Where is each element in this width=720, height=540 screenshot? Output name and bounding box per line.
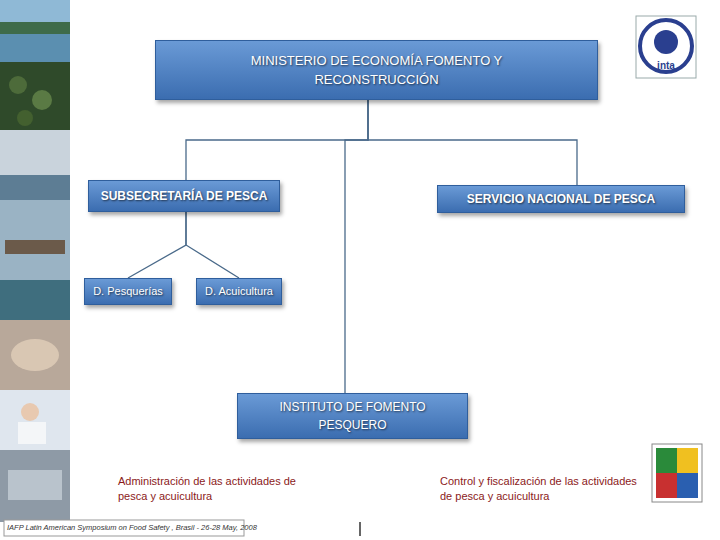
scallop	[11, 339, 59, 371]
mussel	[32, 90, 52, 110]
node-text: SUBSECRETARÍA DE PESCA	[101, 187, 268, 205]
org-connector	[345, 100, 368, 393]
ministry-box: MINISTERIO DE ECONOMÍA FOMENTO Y RECONST…	[155, 40, 598, 100]
node-text: D. Pesquerías	[93, 283, 163, 300]
node-text: SERVICIO NACIONAL DE PESCA	[467, 190, 655, 208]
photo-scallop	[0, 320, 70, 390]
mussel	[9, 76, 27, 94]
shield-quarter	[656, 473, 677, 498]
node-text: D. Acuicultura	[205, 283, 273, 300]
worker-coat	[18, 422, 46, 444]
org-connector	[186, 100, 368, 180]
photo-farm	[0, 200, 70, 280]
org-connector	[368, 100, 577, 185]
shield-quarter	[677, 448, 698, 473]
photo-lab	[0, 390, 70, 450]
role-note: Control y fiscalización de las actividad…	[440, 474, 652, 504]
undersecretariat-box: SUBSECRETARÍA DE PESCA	[88, 180, 280, 212]
role-note: Administración de las actividades de pes…	[118, 474, 308, 504]
photo-mussels	[0, 62, 70, 130]
institute-box: INSTITUTO DE FOMENTO PESQUERO	[237, 393, 468, 439]
photo-sky	[0, 0, 70, 22]
shield-quarter	[677, 473, 698, 498]
node-text: INSTITUTO DE FOMENTO PESQUERO	[263, 398, 443, 434]
node-text: MINISTERIO DE ECONOMÍA FOMENTO Y RECONST…	[242, 51, 512, 90]
department-box: D. Pesquerías	[84, 278, 172, 305]
mussel	[17, 110, 33, 126]
service-box: SERVICIO NACIONAL DE PESCA	[437, 185, 685, 213]
worker	[21, 403, 39, 421]
photo-lake	[0, 0, 70, 62]
footer-text: IAFP Latin American Symposium on Food Sa…	[7, 523, 243, 533]
divider-tick	[359, 522, 361, 536]
logo-text: inta	[650, 59, 682, 73]
org-connector	[128, 212, 186, 278]
photo-plant	[0, 450, 70, 522]
inta-logo-core	[654, 30, 678, 54]
photo-sea	[0, 280, 70, 320]
shield-frame	[652, 444, 702, 502]
org-connector	[186, 212, 239, 278]
photo-water	[0, 175, 70, 200]
inta-logo-ring	[640, 20, 692, 72]
inta-logo-frame	[636, 16, 696, 78]
photo-harbour	[0, 130, 70, 200]
department-box: D. Acuicultura	[196, 278, 282, 305]
photo-raft	[5, 240, 65, 254]
shield-quarter	[656, 448, 677, 473]
machine	[8, 470, 62, 500]
photo-hills	[0, 22, 70, 34]
footer-frame	[4, 520, 244, 536]
